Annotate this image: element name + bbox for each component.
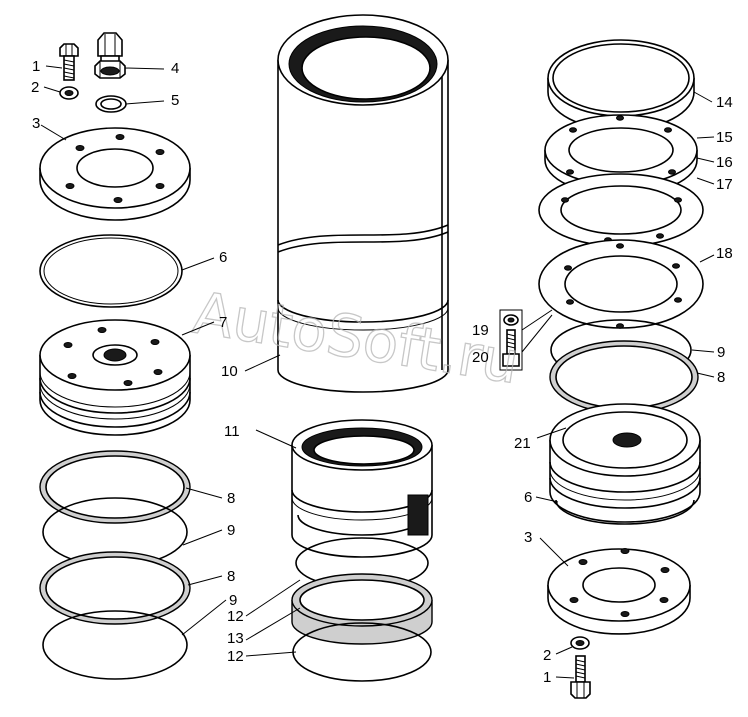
cylinder-tube-part-10 (277, 14, 449, 393)
label-18: 18 (716, 245, 733, 262)
gasket-part-17 (538, 173, 704, 247)
flange-ring-part-18 (538, 239, 704, 329)
label-12-lower: 12 (227, 648, 244, 665)
label-1-top: 1 (32, 58, 40, 75)
label-14: 14 (716, 94, 733, 111)
label-7: 7 (219, 314, 227, 331)
piston-part-7 (39, 319, 191, 436)
snap-ring-part-6-right (555, 499, 695, 525)
label-10: 10 (221, 363, 238, 380)
label-5: 5 (171, 92, 179, 109)
label-2-bottom: 2 (543, 647, 551, 664)
seal-ring-part-9-left-lower (42, 610, 188, 680)
snap-ring-part-6-left (39, 234, 183, 308)
label-11: 11 (224, 423, 240, 440)
label-9-left-upper: 9 (227, 522, 235, 539)
label-17: 17 (716, 176, 733, 193)
label-6-left: 6 (219, 249, 227, 266)
label-13: 13 (227, 630, 244, 647)
flange-part-3-right (547, 548, 691, 635)
label-12-upper: 12 (227, 608, 244, 625)
washer-part-2-bottom (570, 636, 590, 650)
rod-bushing-part-11 (291, 419, 433, 558)
bolt-part-1-bottom (570, 655, 591, 699)
guide-ring-part-8-left-lower (39, 551, 191, 625)
label-20: 20 (472, 349, 489, 366)
label-16: 16 (716, 154, 733, 171)
label-9-right: 9 (717, 344, 725, 361)
label-2-top: 2 (31, 79, 39, 96)
flange-part-3-left (39, 127, 191, 221)
bolt-washer-box-19-20 (499, 309, 523, 371)
label-6-right: 6 (524, 489, 532, 506)
label-15: 15 (716, 129, 733, 146)
label-1-bottom: 1 (543, 669, 551, 686)
label-4: 4 (171, 60, 179, 77)
label-8-left-lower: 8 (227, 568, 235, 585)
callout-labels: 1 2 3 4 5 6 7 8 9 8 9 10 11 12 13 12 14 … (31, 58, 733, 686)
bolt-part-1-top (59, 43, 79, 81)
seal-ring-part-5 (95, 95, 127, 113)
guide-ring-part-8-left-upper (39, 450, 191, 524)
label-8-left-upper: 8 (227, 490, 235, 507)
label-19: 19 (472, 322, 489, 339)
label-3-left: 3 (32, 115, 40, 132)
guide-ring-part-8-right (549, 340, 699, 414)
fitting-part-4 (94, 32, 126, 79)
ring-part-14 (547, 39, 695, 131)
label-21: 21 (514, 435, 531, 452)
cylinder-head-part-21 (549, 403, 701, 523)
washer-part-2-top (59, 86, 79, 100)
label-8-right: 8 (717, 369, 725, 386)
leader-lines (40, 65, 715, 679)
label-3-right: 3 (524, 529, 532, 546)
label-9-left-lower: 9 (229, 592, 237, 609)
wiper-ring-part-13 (291, 573, 433, 645)
